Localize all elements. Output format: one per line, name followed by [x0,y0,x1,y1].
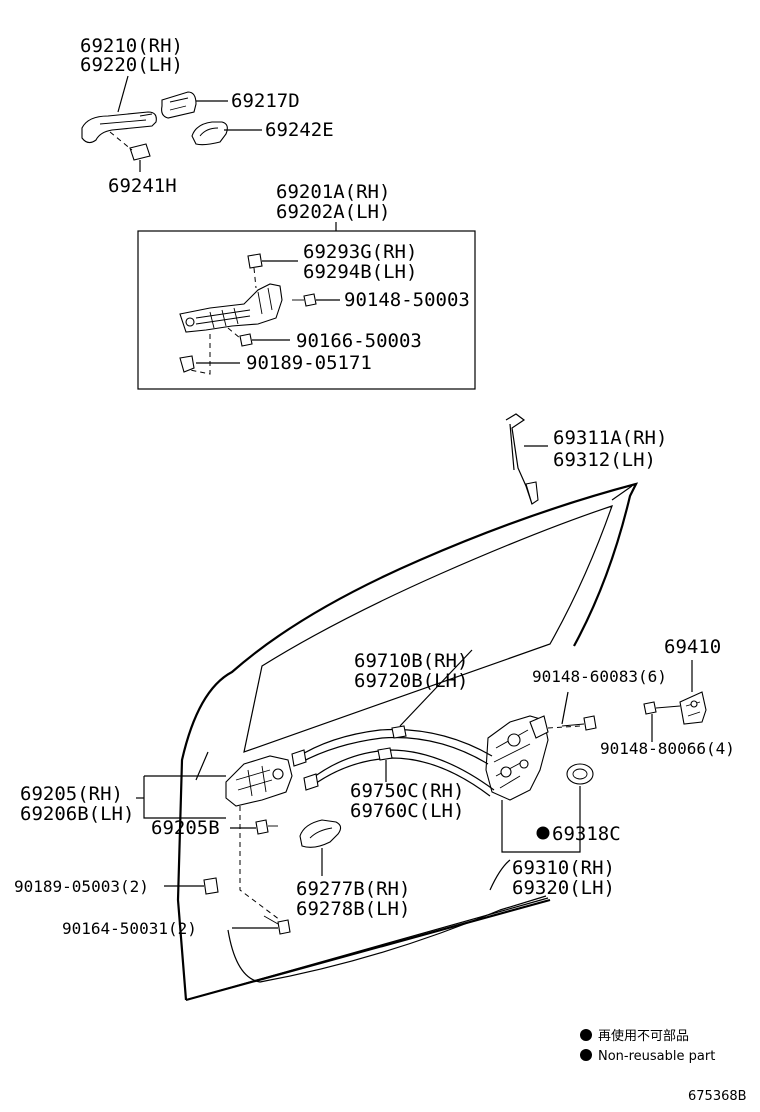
handle-cover[interactable] [299,819,342,848]
label-90148-50003: 90148-50003 [344,289,470,311]
label-69277b: 69277B(RH) [296,878,410,900]
handle-bezel-part[interactable] [191,121,228,146]
legend-en: Non-reusable part [598,1049,715,1064]
label-69293g: 69293G(RH) [303,241,417,263]
label-90164-50031: 90164-50031(2) [62,919,197,938]
legend-jp: 再使用不可部品 [598,1028,689,1044]
label-69410: 69410 [664,636,721,658]
door-striker[interactable] [679,691,707,725]
filled-circle-icon [580,1029,592,1041]
label-69760c: 69760C(LH) [350,800,464,822]
label-69217d: 69217D [231,90,300,112]
screw-90148-50003[interactable] [303,293,317,307]
diagram-code: 675368B [688,1089,747,1104]
lock-cables[interactable] [291,725,495,797]
label-69318c: 69318C [552,823,621,845]
door-lock-assembly[interactable] [485,715,549,801]
door-frame-outer [176,482,639,1001]
clip-90189-05171[interactable] [179,355,195,373]
filled-circle-icon [580,1049,592,1061]
clip-90189-05003[interactable] [203,877,219,895]
label-69242e: 69242E [265,119,334,141]
screw-90148-80066[interactable] [643,701,657,715]
screw-90148-60083[interactable] [583,715,597,731]
label-90166-50003: 90166-50003 [296,330,422,352]
non-reusable-marker-69318c [536,826,550,840]
label-69205: 69205(RH) [20,783,123,805]
label-69720b: 69720B(LH) [354,670,468,692]
label-69294b: 69294B(LH) [303,261,417,283]
label-90189-05171: 90189-05171 [246,352,372,374]
label-69710b: 69710B(RH) [354,650,468,672]
label-69310: 69310(RH) [512,857,615,879]
screw-69205b[interactable] [255,819,269,835]
label-69241h: 69241H [108,175,177,197]
label-69202a: 69202A(LH) [276,201,390,223]
label-69205b: 69205B [151,817,220,839]
label-69311a: 69311A(RH) [553,427,667,449]
handle-cap-part[interactable] [161,91,197,119]
frame-assembly-box [137,230,476,390]
window-opening [243,505,613,753]
label-69210: 69210(RH) [80,35,183,57]
lock-rod[interactable] [505,413,539,505]
outside-handle-frame[interactable] [225,755,293,807]
handle-frame-part[interactable] [179,283,283,333]
frame-assembly-parts [179,253,340,375]
label-90189-05003: 90189-05003(2) [14,877,149,896]
outside-handle-part[interactable] [81,111,157,144]
frame-clip-part[interactable] [247,253,263,269]
label-69312: 69312(LH) [553,449,656,471]
label-90148-80066: 90148-80066(4) [600,739,735,758]
label-69320: 69320(LH) [512,877,615,899]
door-outline [176,482,639,1002]
label-69201a: 69201A(RH) [276,181,390,203]
label-90148-60083: 90148-60083(6) [532,667,667,686]
outside-handle-group [81,75,262,172]
handle-pad-part[interactable] [129,143,151,161]
screw-90166-50003[interactable] [239,333,253,347]
label-69220: 69220(LH) [80,54,183,76]
legend: 再使用不可部品 Non-reusable part [580,1028,715,1064]
screw-90164-50031[interactable] [277,919,291,935]
lock-grommet[interactable] [566,763,594,785]
label-69278b: 69278B(LH) [296,898,410,920]
label-69750c: 69750C(RH) [350,780,464,802]
label-69206b: 69206B(LH) [20,803,134,825]
